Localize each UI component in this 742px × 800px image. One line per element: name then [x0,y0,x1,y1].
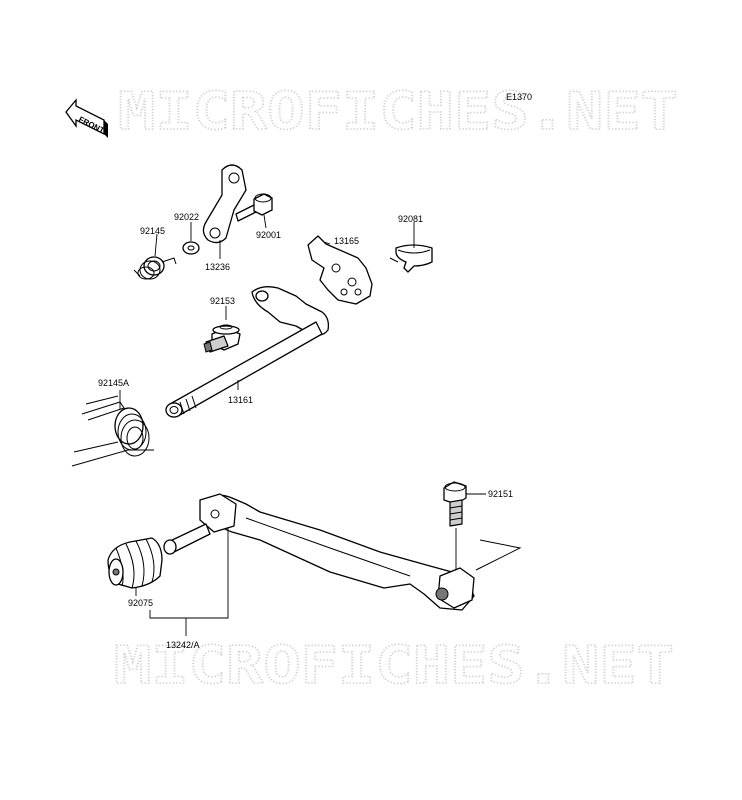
label-92151: 92151 [488,489,513,499]
label-13161: 13161 [228,395,253,405]
part-92145a-spring [81,395,150,457]
part-92153-pin [203,324,241,353]
part-92001-bolt [235,193,273,222]
part-13236-shift-arm [202,164,247,244]
label-92001: 92001 [256,230,281,240]
front-arrow-icon: FRONT [65,98,108,138]
part-92081-clip [389,244,433,273]
part-92075-rubber [107,537,163,589]
label-92153: 92153 [210,296,235,306]
watermark-bottom: MICROFICHES.NET [114,636,674,696]
label-92145a: 92145A [98,378,129,388]
part-13161-shaft [165,286,330,418]
label-92145: 92145 [140,226,165,236]
label-13242a: 13242/A [166,640,200,650]
part-92145-spring [133,256,177,280]
leader-lines [119,214,486,636]
label-92081: 92081 [398,214,423,224]
watermark-top: MICROFICHES.NET [118,82,678,142]
part-13242a-pedal [163,493,475,611]
label-13236: 13236 [205,262,230,272]
part-92022-washer [182,241,200,255]
part-92151-bolt [443,481,467,527]
label-13165: 13165 [334,236,359,246]
part-13165-plate [307,235,373,305]
reference-lines [71,441,522,571]
diagram-code: E1370 [506,92,532,102]
label-92075: 92075 [128,598,153,608]
label-92022: 92022 [174,212,199,222]
